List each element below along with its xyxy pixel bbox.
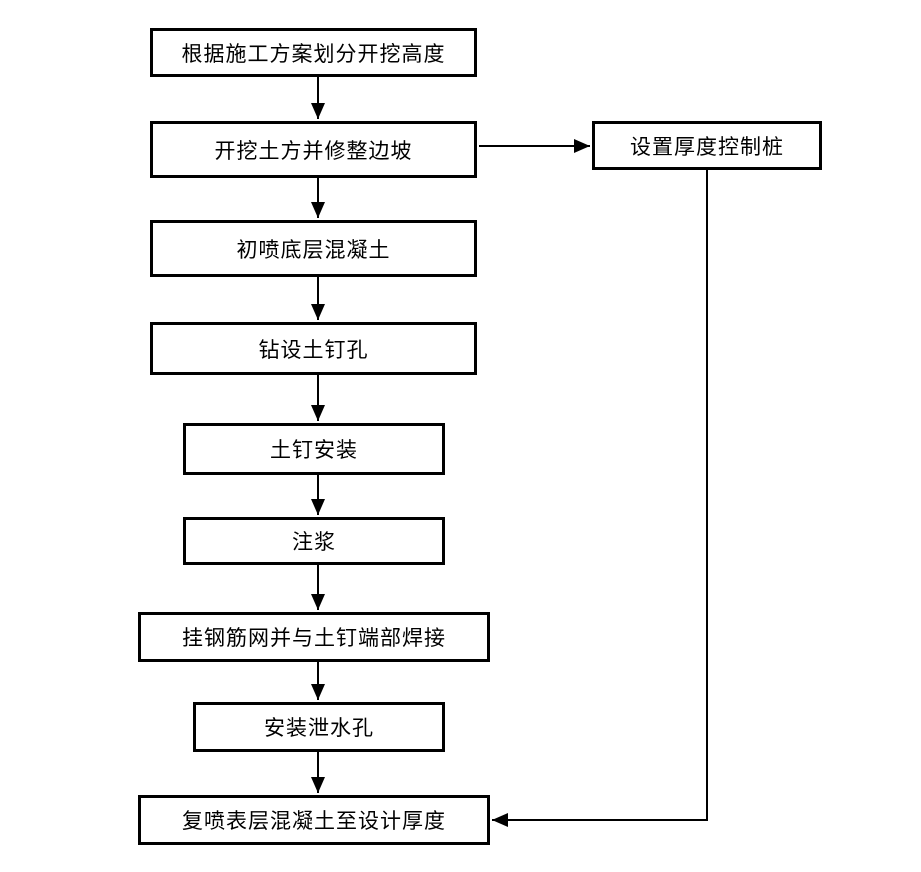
node-divide-excavation-height: 根据施工方案划分开挖高度	[150, 28, 477, 77]
node-excavate-trim-slope: 开挖土方并修整边坡	[150, 121, 477, 178]
node-hang-rebar-mesh-weld: 挂钢筋网并与土钉端部焊接	[138, 612, 490, 662]
node-install-drain-holes: 安装泄水孔	[193, 702, 445, 752]
node-final-shotcrete-design-thickness: 复喷表层混凝土至设计厚度	[138, 795, 490, 845]
node-drill-soil-nail-holes: 钻设土钉孔	[150, 322, 477, 375]
node-initial-shotcrete-base-layer: 初喷底层混凝土	[150, 220, 477, 277]
node-install-soil-nails: 土钉安装	[183, 423, 445, 475]
arrow-side-to-step9	[492, 170, 708, 827]
node-set-thickness-control-piles: 设置厚度控制桩	[592, 121, 822, 170]
node-grouting: 注浆	[183, 517, 445, 565]
